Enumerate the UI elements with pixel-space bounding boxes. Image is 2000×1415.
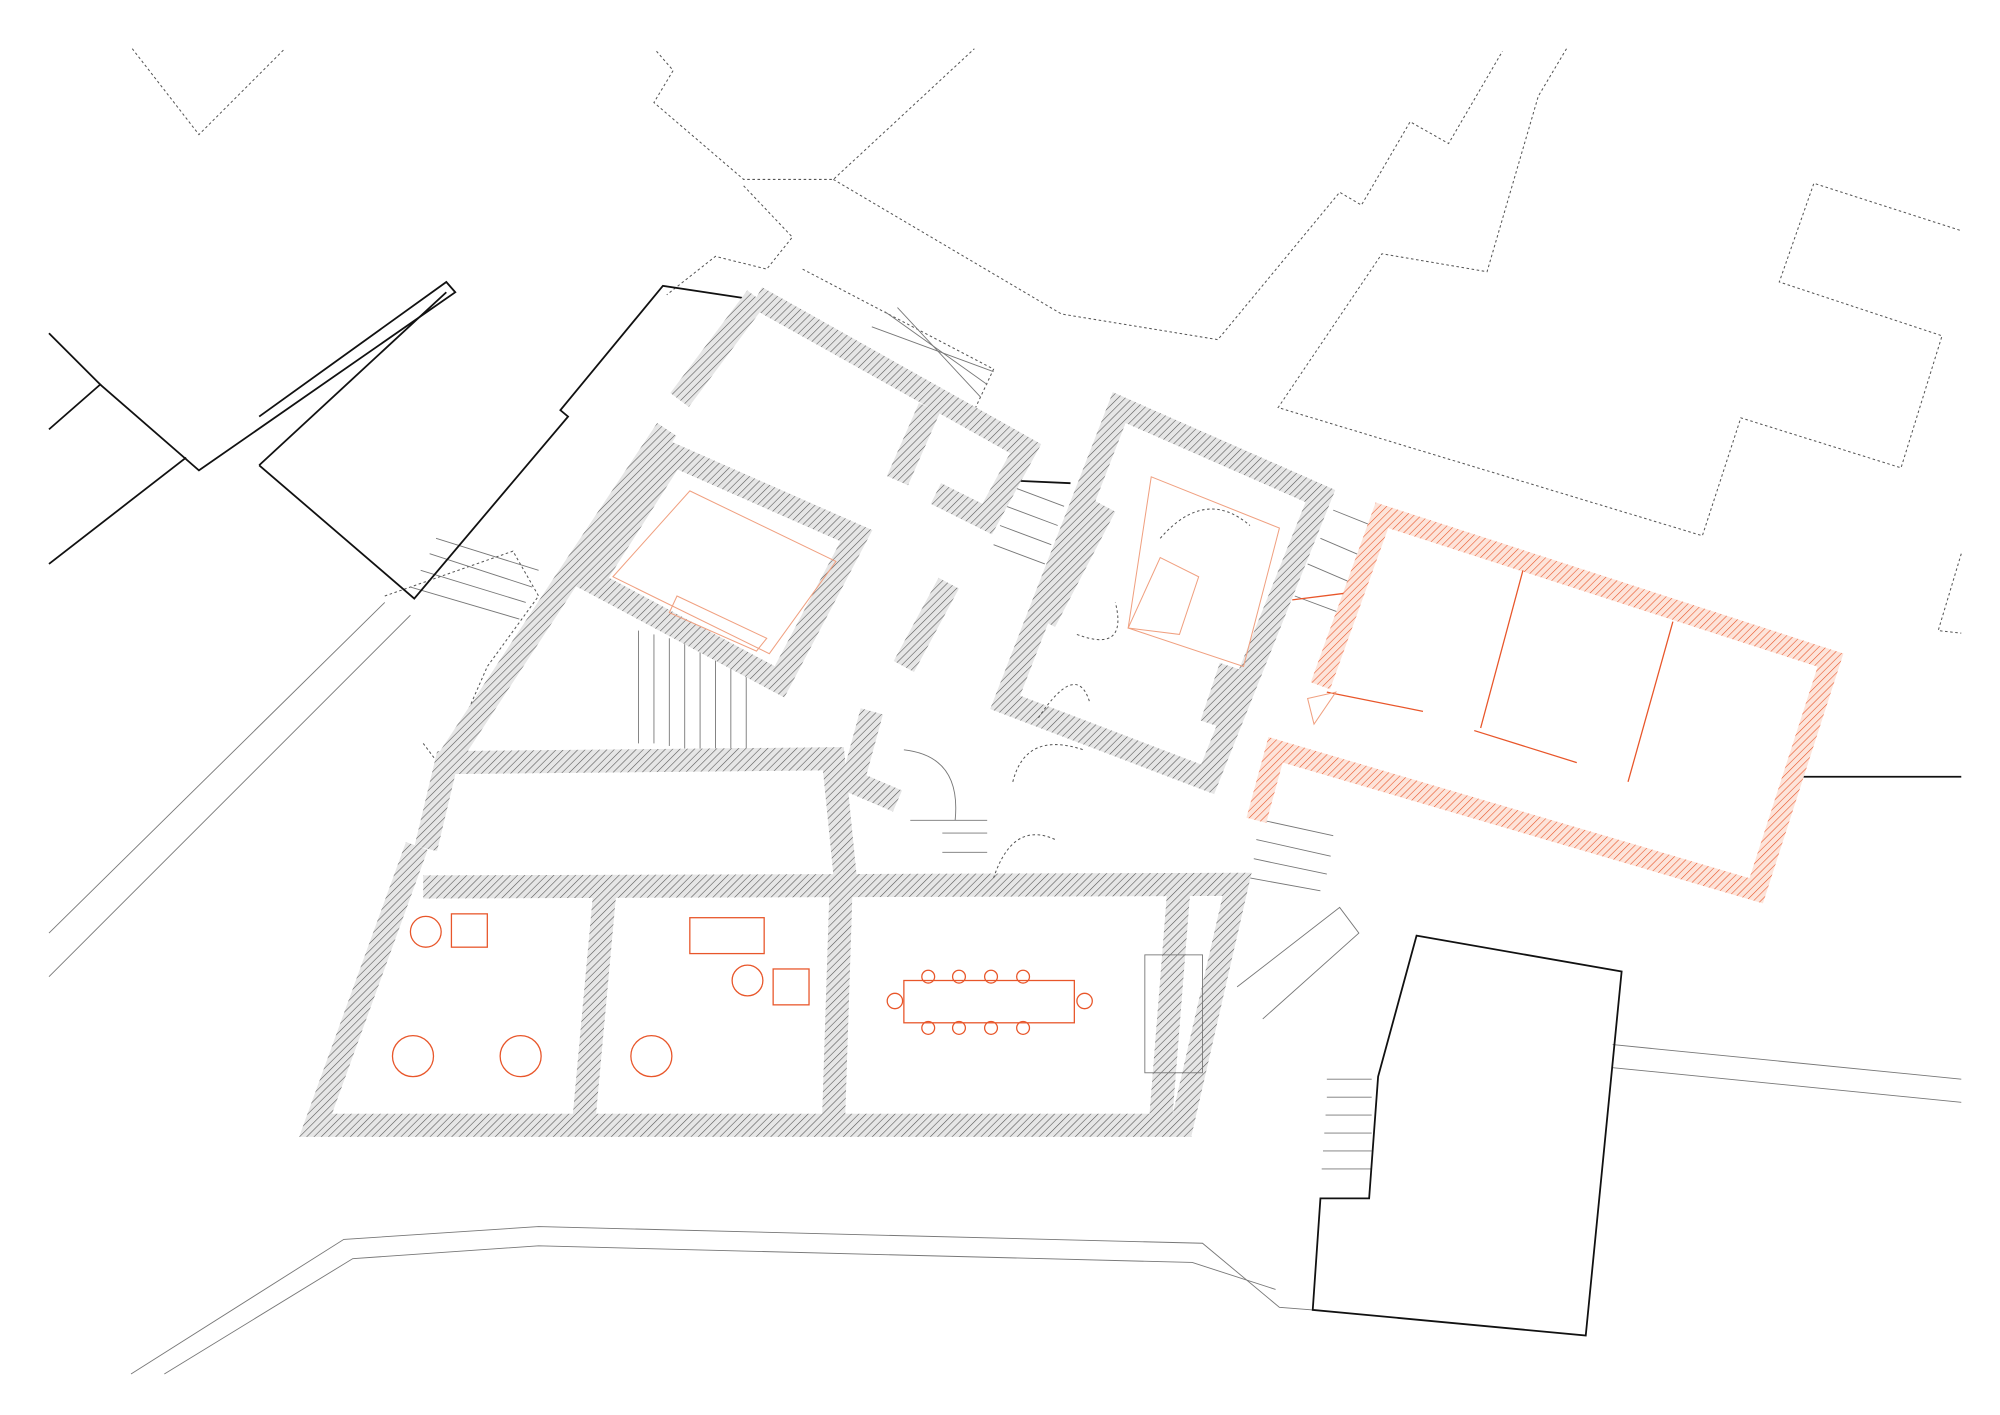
context-dotted-lines	[131, 48, 1962, 847]
door-swings	[993, 508, 1251, 879]
red-room-outlines	[612, 476, 1281, 668]
existing-walls	[299, 287, 1336, 1137]
new-extension	[1246, 502, 1844, 904]
furniture	[391, 913, 1203, 1078]
context-site-lines	[48, 602, 1962, 1375]
neighbouring-buildings	[48, 280, 1962, 1337]
